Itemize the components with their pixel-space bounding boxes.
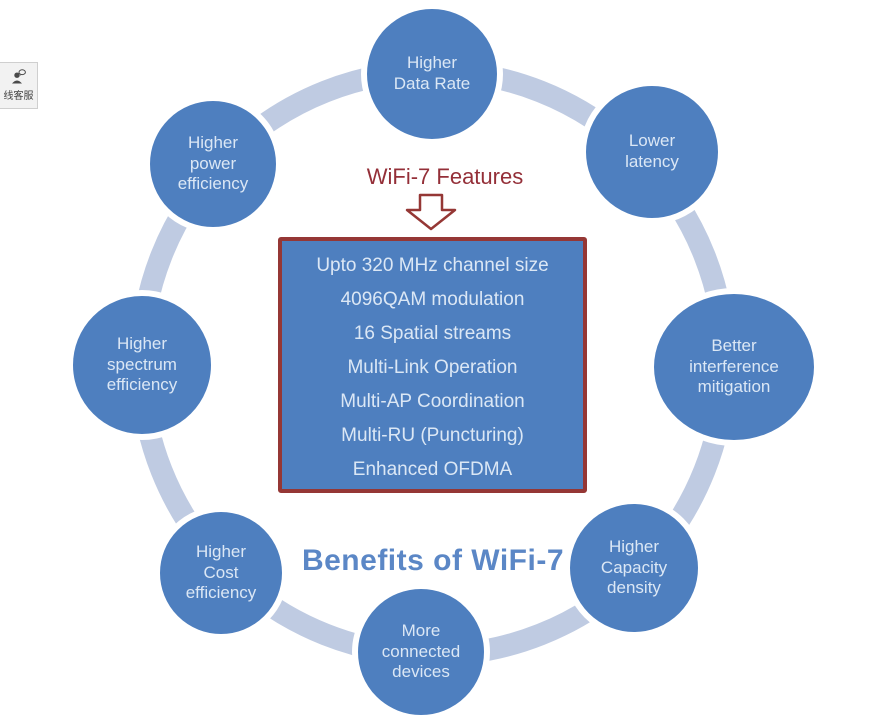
benefit-node-higher-data-rate: Higher Data Rate [361, 3, 503, 145]
feature-item: Upto 320 MHz channel size [316, 255, 549, 276]
benefit-node-lower-latency: Lower latency [580, 80, 724, 224]
person-chat-icon [12, 69, 26, 84]
benefit-node-more-connected-devices: More connected devices [352, 583, 490, 721]
features-box: Upto 320 MHz channel size 4096QAM modula… [278, 237, 587, 493]
down-block-arrow-icon [405, 193, 457, 231]
feature-item: Multi-AP Coordination [340, 391, 525, 412]
feature-item: Enhanced OFDMA [352, 459, 513, 480]
benefit-node-label: More connected devices [381, 620, 461, 682]
benefit-node-label: Higher Capacity density [600, 536, 668, 598]
benefits-title: Benefits of WiFi-7 [301, 544, 565, 577]
feature-item: Multi-RU (Puncturing) [341, 425, 524, 446]
features-title: WiFi-7 Features [366, 164, 524, 189]
feature-item: 16 Spatial streams [353, 323, 512, 344]
benefit-node-cost-efficiency: Higher Cost efficiency [154, 506, 288, 640]
benefit-node-label: Better interference mitigation [689, 335, 779, 397]
benefit-node-capacity-density: Higher Capacity density [564, 498, 704, 638]
benefit-node-label: Higher Cost efficiency [185, 541, 257, 603]
benefit-node-label: Higher power efficiency [177, 132, 249, 194]
benefit-node-label: Higher Data Rate [393, 53, 471, 93]
customer-service-label: 线客服 [3, 91, 34, 102]
benefit-node-power-efficiency: Higher power efficiency [144, 95, 282, 233]
benefit-node-spectrum-efficiency: Higher spectrum efficiency [67, 290, 217, 440]
customer-service-widget[interactable]: 线客服 [0, 62, 38, 109]
benefit-node-label: Lower latency [625, 131, 679, 171]
feature-item: Multi-Link Operation [347, 357, 518, 378]
benefit-node-label: Higher spectrum efficiency [106, 333, 178, 395]
benefit-node-interference-mitigation: Better interference mitigation [648, 288, 820, 446]
feature-item: 4096QAM modulation [340, 289, 525, 310]
